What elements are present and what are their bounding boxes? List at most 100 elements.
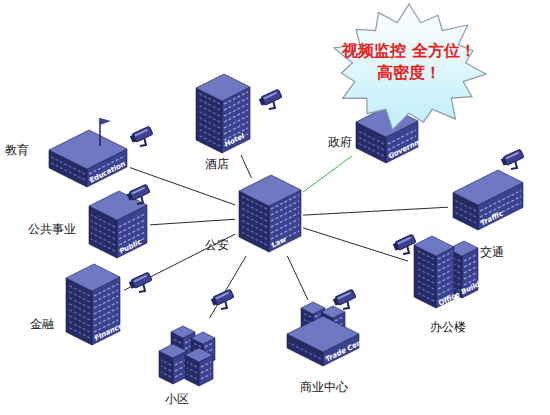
building-windows: [187, 368, 197, 373]
building-windows: [271, 213, 299, 227]
building-illustration: [448, 175, 528, 235]
building-windows: [271, 219, 299, 233]
building-windows: [161, 366, 171, 371]
sector-label: 交通: [480, 245, 504, 259]
building-windows: [187, 374, 197, 379]
building-windows: [201, 362, 211, 367]
callout-burst: 视频监控 全方位！高密度！: [328, 2, 490, 137]
building-node: 酒店Hotel: [192, 75, 254, 155]
sector-label: 政府: [328, 135, 352, 149]
building-windows: [416, 280, 434, 289]
building-windows: [438, 264, 452, 271]
building-windows: [68, 285, 90, 296]
building-windows: [241, 220, 267, 233]
camera-icon: [211, 289, 234, 309]
building-windows: [241, 226, 267, 239]
building-windows: [68, 315, 90, 326]
building-windows: [335, 317, 343, 321]
network-link: [303, 228, 408, 261]
building-windows: [464, 255, 476, 261]
building-windows: [438, 252, 452, 259]
building-node: 小区: [153, 318, 225, 388]
building-windows: [416, 292, 434, 301]
building-windows: [416, 262, 434, 271]
building-roof: [196, 74, 250, 101]
building-windows: [416, 274, 434, 283]
callout-text: 视频监控 全方位！高密度！: [342, 40, 476, 84]
building-windows: [271, 201, 299, 215]
building-windows: [119, 214, 145, 227]
building-roof: [89, 191, 147, 220]
sector-label: 商业中心: [300, 380, 348, 394]
building-windows: [68, 327, 90, 338]
building-windows: [241, 232, 267, 245]
camera-icon: [129, 272, 152, 292]
building-illustration: [235, 178, 303, 256]
building-windows: [68, 303, 90, 314]
building-windows: [91, 215, 115, 227]
building-windows: [201, 368, 211, 373]
building-windows: [94, 284, 118, 296]
building-illustration: [153, 318, 225, 388]
building-windows: [358, 143, 384, 156]
camera-icon: [130, 126, 153, 146]
building-windows: [161, 360, 171, 365]
building-roof: [453, 170, 523, 205]
building-windows: [94, 302, 118, 314]
building-windows: [91, 239, 115, 251]
sector-label: 小区: [165, 392, 189, 406]
building-windows: [438, 270, 452, 277]
building-windows: [68, 309, 90, 320]
building-windows: [198, 129, 220, 140]
building-windows: [198, 93, 220, 104]
building-windows: [358, 131, 384, 144]
network-link: [130, 168, 235, 205]
building-windows: [224, 110, 248, 122]
building-windows: [68, 297, 90, 308]
building-windows: [91, 221, 115, 233]
building-windows: [91, 233, 115, 245]
building-windows: [289, 343, 321, 359]
building-windows: [464, 267, 476, 273]
sector-label: 酒店: [205, 157, 229, 171]
building-windows: [358, 137, 384, 150]
sector-label: 办公楼: [430, 320, 466, 334]
building-windows: [224, 122, 248, 134]
flag: [100, 118, 111, 125]
building-windows: [464, 273, 476, 279]
building-windows: [198, 99, 220, 110]
building-windows: [198, 117, 220, 128]
building-node: 交通Traffic: [448, 175, 528, 235]
building-windows: [455, 207, 476, 218]
camera-icon: [501, 149, 524, 169]
building-windows: [187, 362, 197, 367]
building-windows: [241, 208, 267, 221]
building-windows: [271, 207, 299, 221]
building-windows: [68, 321, 90, 332]
network-link: [287, 256, 308, 300]
building-windows: [438, 282, 452, 289]
building-windows: [94, 308, 118, 320]
building-windows: [438, 258, 452, 265]
network-link: [303, 156, 352, 192]
camera-icon: [259, 89, 282, 109]
building-roof: [159, 344, 187, 358]
building-windows: [68, 291, 90, 302]
building-windows: [241, 214, 267, 227]
building-windows: [271, 195, 299, 209]
building-node: 教育Education: [45, 115, 130, 190]
building-node: 金融Finance: [62, 265, 124, 347]
building-windows: [119, 220, 145, 233]
building-illustration: [45, 115, 130, 190]
sector-label: 教育: [5, 143, 29, 157]
building-windows: [198, 111, 220, 122]
camera-icon: [333, 289, 356, 309]
sector-label: 公安: [205, 238, 229, 252]
building-windows: [198, 135, 220, 146]
building-windows: [224, 92, 248, 104]
building-roof: [185, 348, 213, 362]
building-windows: [416, 256, 434, 265]
building-illustration: [192, 75, 254, 155]
building-windows: [175, 360, 185, 365]
